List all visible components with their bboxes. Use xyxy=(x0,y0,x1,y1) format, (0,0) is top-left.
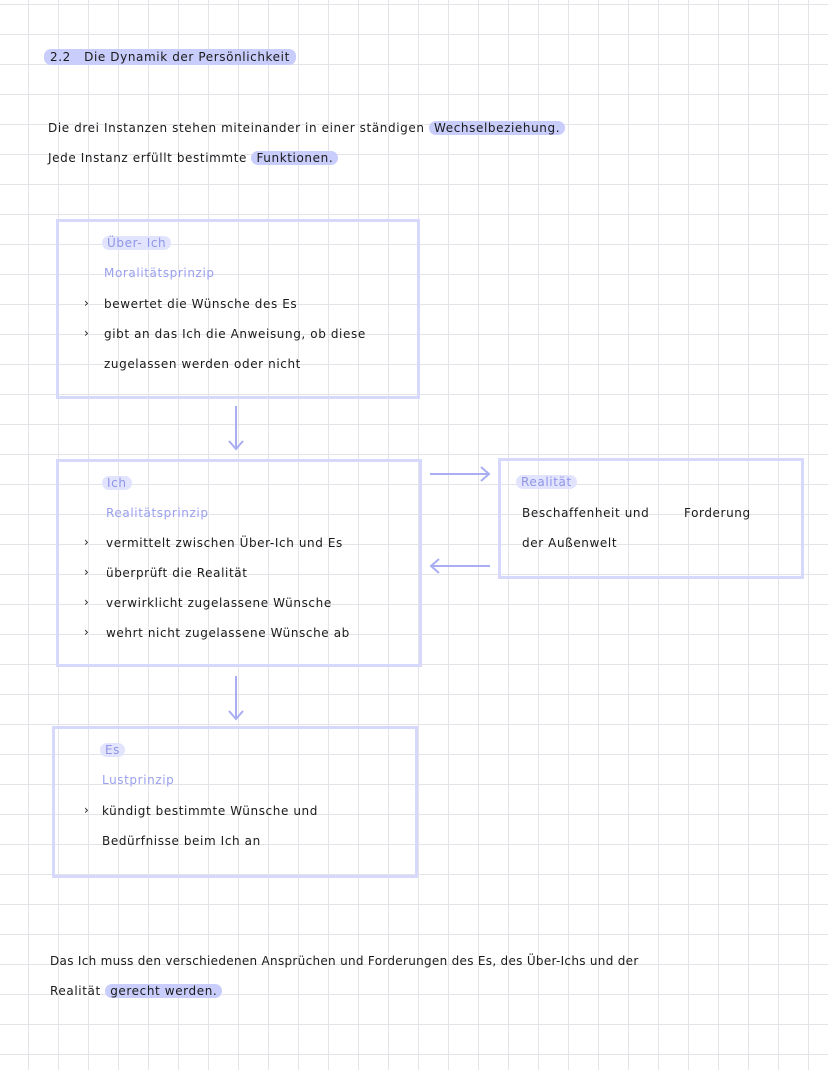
ueber-ich-box xyxy=(56,219,420,399)
bullet-chevron-icon: › xyxy=(84,565,89,579)
es-item-1-continuation: Bedürfnisse beim Ich an xyxy=(102,834,261,848)
bullet-chevron-icon: › xyxy=(84,803,89,817)
realitaet-line-1b: Forderung xyxy=(684,506,751,520)
bullet-chevron-icon: › xyxy=(84,625,89,639)
ueber-ich-item-2-continuation: zugelassen werden oder nicht xyxy=(104,357,301,371)
intro-line-1-text: Die drei Instanzen stehen miteinander in… xyxy=(48,121,425,135)
bullet-chevron-icon: › xyxy=(84,326,89,340)
realitaet-title: Realität xyxy=(516,475,577,489)
arrow-down-icon xyxy=(228,406,244,451)
es-item-1: kündigt bestimmte Wünsche und xyxy=(102,804,318,818)
ich-title: Ich xyxy=(102,476,132,490)
section-heading: 2.2 Die Dynamik der Persönlichkeit xyxy=(44,49,296,65)
section-number: 2.2 xyxy=(50,50,71,64)
ueber-ich-item-2: gibt an das Ich die Anweisung, ob diese xyxy=(104,327,366,341)
bullet-chevron-icon: › xyxy=(84,296,89,310)
realitaet-line-2: der Außenwelt xyxy=(522,536,618,550)
ich-principle: Realitätsprinzip xyxy=(106,506,209,520)
conclusion-line-1: Das Ich muss den verschiedenen Ansprüche… xyxy=(50,954,639,968)
conclusion-line-2-text: Realität xyxy=(50,984,101,998)
intro-highlight-funktionen: Funktionen. xyxy=(251,151,339,165)
es-title: Es xyxy=(100,743,126,757)
realitaet-line-1a: Beschaffenheit und xyxy=(522,506,650,520)
intro-line-2-text: Jede Instanz erfüllt bestimmte xyxy=(48,151,248,165)
realitaet-box xyxy=(498,458,804,579)
ich-item-2: überprüft die Realität xyxy=(106,566,248,580)
section-title: Die Dynamik der Persönlichkeit xyxy=(84,50,290,64)
ich-item-3: verwirklicht zugelassene Wünsche xyxy=(106,596,332,610)
conclusion-highlight: gerecht werden. xyxy=(105,984,223,998)
intro-line-2: Jede Instanz erfüllt bestimmte Funktione… xyxy=(48,151,339,165)
bullet-chevron-icon: › xyxy=(84,595,89,609)
es-principle: Lustprinzip xyxy=(102,773,175,787)
arrow-left-icon xyxy=(429,558,490,574)
intro-highlight-wechselbeziehung: Wechselbeziehung. xyxy=(428,121,566,135)
es-box xyxy=(52,726,418,878)
ueber-ich-principle: Moralitätsprinzip xyxy=(104,266,215,280)
ich-item-1: vermittelt zwischen Über-Ich und Es xyxy=(106,536,343,550)
arrow-down-icon xyxy=(228,676,244,721)
ueber-ich-item-1: bewertet die Wünsche des Es xyxy=(104,297,298,311)
ich-item-4: wehrt nicht zugelassene Wünsche ab xyxy=(106,626,350,640)
arrow-right-icon xyxy=(430,466,491,482)
intro-line-1: Die drei Instanzen stehen miteinander in… xyxy=(48,121,566,135)
conclusion-line-2: Realität gerecht werden. xyxy=(50,984,223,998)
ich-box xyxy=(56,459,422,667)
ueber-ich-title: Über- Ich xyxy=(102,236,172,250)
bullet-chevron-icon: › xyxy=(84,535,89,549)
